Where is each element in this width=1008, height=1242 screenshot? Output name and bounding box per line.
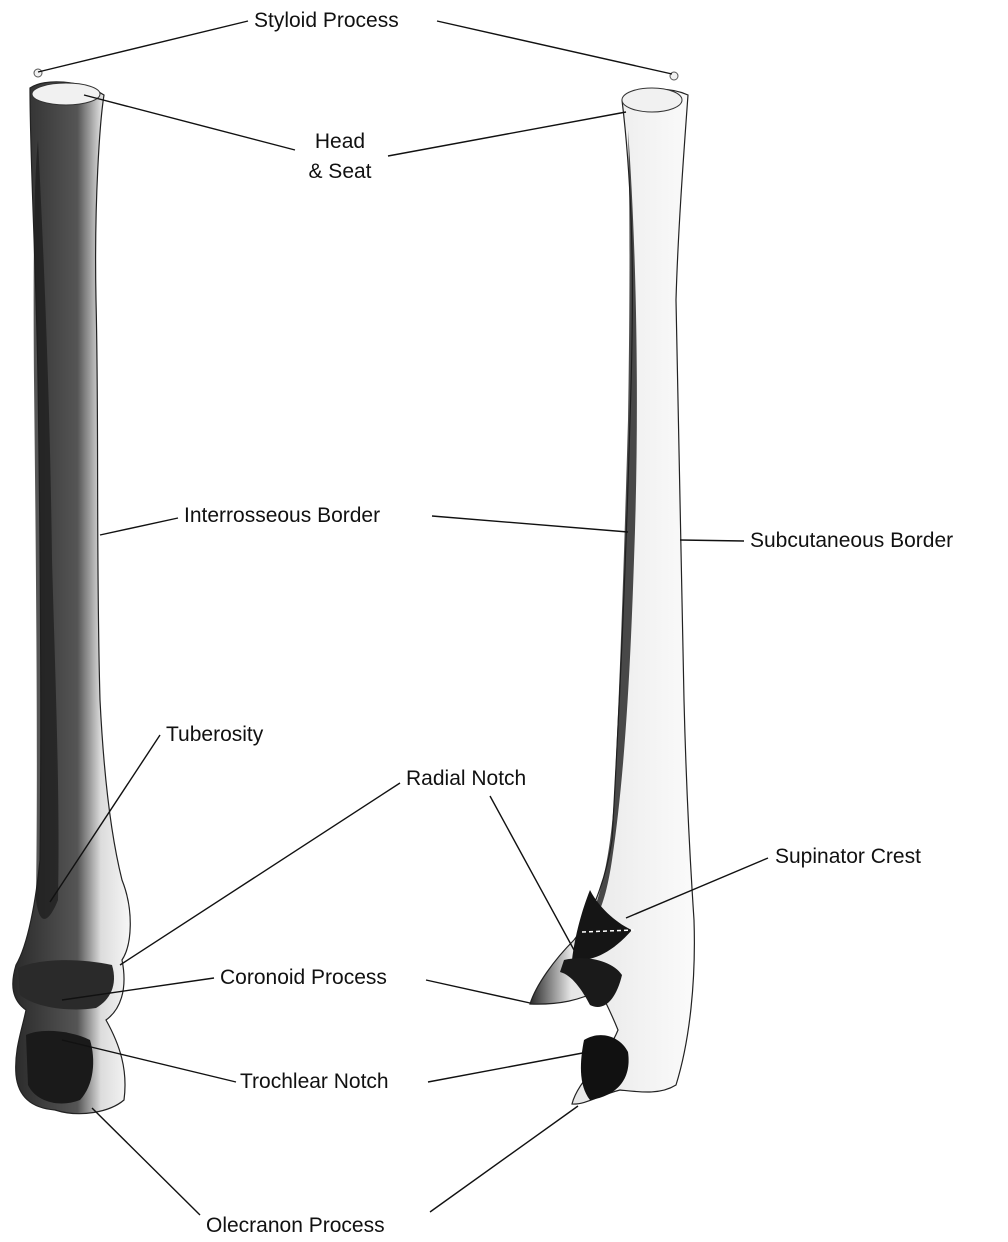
label-olecranon-process: Olecranon Process (206, 1213, 385, 1238)
leader-head-right (388, 112, 626, 156)
label-radial-notch: Radial Notch (406, 766, 526, 791)
leader-olecranon-left (92, 1108, 200, 1215)
label-subcutaneous-border: Subcutaneous Border (750, 528, 953, 553)
label-interrosseous-border: Interrosseous Border (184, 503, 380, 528)
left-styloid-tip (34, 69, 42, 77)
label-styloid-process: Styloid Process (254, 8, 399, 33)
left-bone (13, 69, 130, 1114)
label-supinator-crest: Supinator Crest (775, 844, 921, 869)
leader-interrosseous-right (432, 516, 628, 532)
leader-styloid-left (38, 21, 248, 72)
label-seat: & Seat (300, 159, 380, 184)
right-bone-shaft (530, 89, 694, 1104)
left-coronoid-area (18, 960, 114, 1009)
leader-subcutaneous (680, 540, 744, 541)
right-head (622, 88, 682, 112)
leader-olecranon-right (430, 1106, 578, 1212)
leader-coronoid-right (426, 980, 530, 1003)
leader-interrosseous-left (100, 518, 178, 535)
label-head: Head (300, 129, 380, 154)
left-head (32, 83, 100, 105)
leader-styloid-right (437, 21, 672, 74)
label-trochlear-notch: Trochlear Notch (240, 1069, 389, 1094)
leader-trochlear-right (428, 1052, 588, 1082)
leader-radial-notch-left (120, 783, 400, 965)
label-tuberosity: Tuberosity (166, 722, 263, 747)
label-coronoid-process: Coronoid Process (220, 965, 387, 990)
right-bone (530, 72, 694, 1104)
leader-radial-notch-right (490, 796, 574, 950)
left-bone-shaft (13, 82, 130, 1114)
leader-head-left (84, 95, 295, 150)
left-trochlear-area (26, 1031, 93, 1104)
